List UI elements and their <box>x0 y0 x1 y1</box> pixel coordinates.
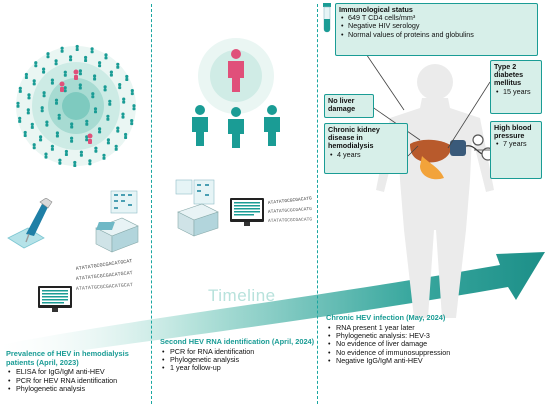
pcr-machine-icon-2 <box>175 179 219 237</box>
immunological-status-box: Immunological status 649 T CD4 cells/mm³… <box>335 3 538 56</box>
stage2-text: Second HEV RNA identification (April, 20… <box>160 337 316 373</box>
stage1-bullet: ELISA for IgG/IgM anti-HEV <box>8 367 148 377</box>
bp-label: High blood pressure <box>494 123 532 141</box>
bp-duration: 7 years <box>496 140 538 149</box>
stage2-bullet: Phylogenetic analysis <box>162 355 316 365</box>
stage1-bullet: Phylogenetic analysis <box>8 384 148 394</box>
stage3-bullet: RNA present 1 year later <box>328 323 536 333</box>
high-blood-pressure-box: High blood pressure 7 years <box>490 121 542 179</box>
diabetes-label: Type 2 diabetes mellitus <box>494 62 524 88</box>
stage3-bullet: Phylogenetic analysis: HEV-3 <box>328 331 536 341</box>
stage1-text: Prevalence of HEV in hemodialysis patien… <box>6 349 148 394</box>
diabetes-duration: 15 years <box>496 87 538 96</box>
stage3-title: Chronic HEV infection (May, 2024) <box>326 313 446 322</box>
svg-text:ATATATGCGCGACATGCAT: ATATATGCGCGACATGCAT <box>76 270 133 282</box>
stage3-bullet: No evidence of liver damage <box>328 339 536 349</box>
ckd-duration: 4 years <box>330 150 404 159</box>
svg-text:ATATATGCGCGACATGC: ATATATGCGCGACATGC <box>268 206 312 215</box>
population-circle-illustration <box>16 44 136 167</box>
stage3-bullet: No evidence of immunosuppression <box>328 348 536 358</box>
no-liver-damage-label: No liver damage <box>328 96 356 114</box>
no-liver-damage-box: No liver damage <box>324 94 374 118</box>
svg-text:ATATATGCGCGACATGC: ATATATGCGCGACATGC <box>268 196 312 206</box>
immunological-status-title: Immunological status <box>339 5 413 14</box>
stage3-text: Chronic HEV infection (May, 2024) RNA pr… <box>326 313 536 366</box>
computer-icon-2: ATATATGCGCGACATGC ATATATGCGCGACATGC ATAT… <box>230 196 312 226</box>
stage1-title: Prevalence of HEV in hemodialysis patien… <box>6 349 129 367</box>
section-divider-1 <box>151 4 152 404</box>
pcr-machine-icon <box>95 217 139 253</box>
test-tube-icon <box>323 3 331 33</box>
stage1-bullet: PCR for HEV RNA identification <box>8 376 148 386</box>
svg-text:ATATATGCGCGACATGC: ATATATGCGCGACATGC <box>268 216 312 224</box>
immuno-bullet: 649 T CD4 cells/mm³ <box>341 13 534 22</box>
svg-text:ATATATGCGCGACATGCAT: ATATATGCGCGACATGCAT <box>76 282 133 292</box>
gel-card-icon <box>110 190 138 214</box>
section-divider-2 <box>317 4 318 404</box>
timeline-label: Timeline <box>208 286 276 305</box>
stage2-title: Second HEV RNA identification (April, 20… <box>160 337 315 346</box>
stage2-bullet: PCR for RNA identification <box>162 347 316 357</box>
computer-sequence-icon: ATATATGCGCGACATGCAT ATATATGCGCGACATGCAT … <box>38 258 133 312</box>
immuno-bullet: Negative HIV serology <box>341 22 534 31</box>
stage2-bullet: 1 year follow-up <box>162 363 316 373</box>
chronic-kidney-disease-box: Chronic kidney disease in hemodialysis 4… <box>324 123 408 174</box>
stage3-bullet: Negative IgG/IgM anti-HEV <box>328 356 536 366</box>
pipette-icon <box>7 198 53 249</box>
ckd-label: Chronic kidney disease in hemodialysis <box>328 125 380 151</box>
follow-up-patient-illustration <box>192 38 280 148</box>
immuno-bullet: Normal values of proteins and globulins <box>341 30 534 39</box>
diabetes-box: Type 2 diabetes mellitus 15 years <box>490 60 542 114</box>
